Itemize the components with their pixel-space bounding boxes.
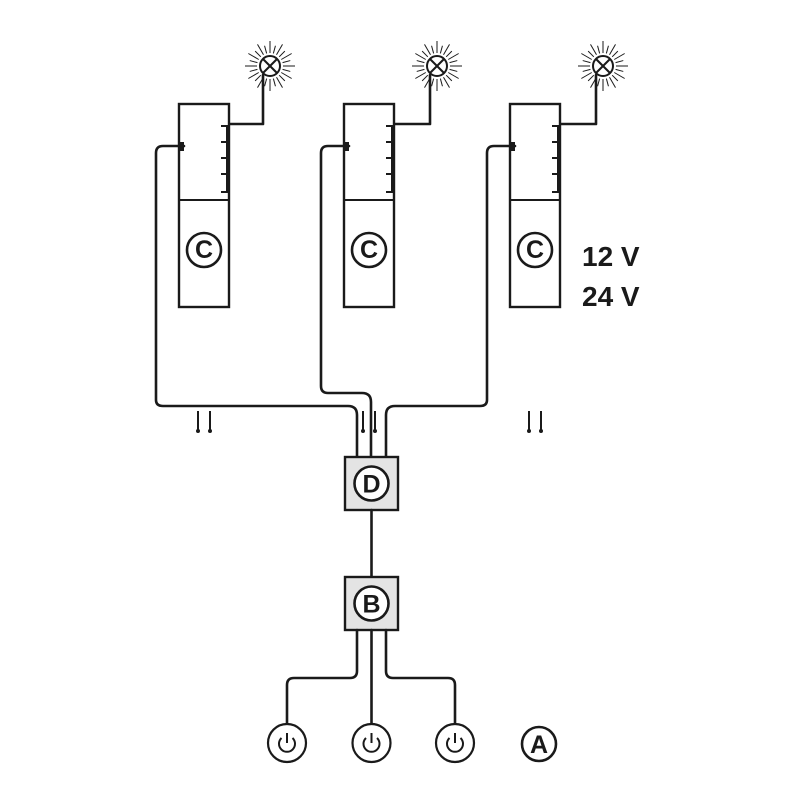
lamp-ray [614, 72, 625, 79]
switch-box-label: B [362, 591, 380, 619]
power-icon [446, 733, 464, 753]
lamp-ray [587, 74, 595, 82]
lamp-ray [421, 50, 429, 58]
lamp-ray [615, 68, 624, 72]
lamp-ray [254, 74, 262, 82]
lamp-ray [605, 78, 609, 87]
driver-label: C [195, 236, 213, 264]
lamp-ray [581, 72, 592, 79]
lamp-ray [424, 44, 431, 55]
driver-2: C [342, 102, 396, 433]
lamp-ray [449, 60, 458, 64]
lamp-ray [249, 68, 258, 72]
lamp-ray [257, 44, 264, 55]
switch-button-1[interactable] [266, 722, 308, 764]
lamp-ray [416, 60, 425, 64]
lamp-ray [282, 60, 291, 64]
lamp-ray [443, 77, 450, 88]
switch-box: B [343, 575, 400, 632]
lamp-ray [248, 72, 259, 79]
lamp-ray [445, 50, 453, 58]
lamp-ray [582, 68, 591, 72]
lamp-ray [272, 45, 276, 54]
lamp-ray [431, 45, 435, 54]
lamp-ray [276, 44, 283, 55]
driver-label: C [526, 236, 544, 264]
distributor-box: D [343, 455, 400, 512]
lamp-ray [276, 77, 283, 88]
feed-wire-2 [319, 144, 373, 459]
lamp-ray [264, 45, 268, 54]
lamp-ray [439, 78, 443, 87]
lamp-ray [415, 72, 426, 79]
lamp-2 [412, 41, 462, 91]
lamp-wire-1 [224, 73, 265, 126]
lamp-ray [281, 53, 292, 60]
lamp-ray [581, 53, 592, 60]
lamp-ray [609, 77, 616, 88]
lamp-ray [445, 74, 453, 82]
lamp-3 [578, 41, 628, 91]
power-icon [278, 733, 296, 753]
lamp-ray [249, 60, 258, 64]
driver-label: C [360, 236, 378, 264]
lamp-ray [281, 72, 292, 79]
lamp-ray [248, 53, 259, 60]
lamp-ray [278, 50, 286, 58]
distributor-label: D [362, 471, 380, 499]
lamp-1 [245, 41, 295, 91]
lamp-ray [421, 74, 429, 82]
lamp-ray [605, 45, 609, 54]
lamp-ray [443, 44, 450, 55]
lamp-ray [272, 78, 276, 87]
lamp-ray [416, 68, 425, 72]
switch-wire-1 [285, 628, 359, 726]
lamp-ray [611, 74, 619, 82]
lamp-ray [449, 68, 458, 72]
feed-wire-1 [154, 144, 359, 459]
lamp-ray [431, 78, 435, 87]
lamp-ray [615, 60, 624, 64]
switch-button-3[interactable] [434, 722, 476, 764]
lamp-ray [448, 53, 459, 60]
lamp-wire-2 [389, 73, 432, 126]
lamp-ray [590, 44, 597, 55]
lamp-ray [614, 53, 625, 60]
lamp-ray [609, 44, 616, 55]
driver-3: C [508, 102, 562, 433]
lamp-ray [264, 78, 268, 87]
lamp-ray [611, 50, 619, 58]
lamp-ray [278, 74, 286, 82]
lamp-ray [597, 45, 601, 54]
switch-label-a: A [520, 725, 558, 763]
lamp-ray [282, 68, 291, 72]
power-icon [362, 733, 381, 753]
switch-button-2[interactable] [351, 722, 392, 764]
lamp-wire-3 [555, 73, 598, 126]
lamp-ray [582, 60, 591, 64]
voltage-24v: 24 V [582, 281, 640, 312]
feed-wire-3 [384, 144, 517, 459]
switch-wire-3 [384, 628, 457, 726]
lamp-ray [439, 45, 443, 54]
lamp-ray [448, 72, 459, 79]
driver-1: C [177, 102, 231, 433]
lamp-ray [415, 53, 426, 60]
voltage-12v: 12 V [582, 241, 640, 272]
lamp-ray [254, 50, 262, 58]
switch-label: A [530, 731, 548, 759]
lamp-ray [597, 78, 601, 87]
lamp-ray [587, 50, 595, 58]
